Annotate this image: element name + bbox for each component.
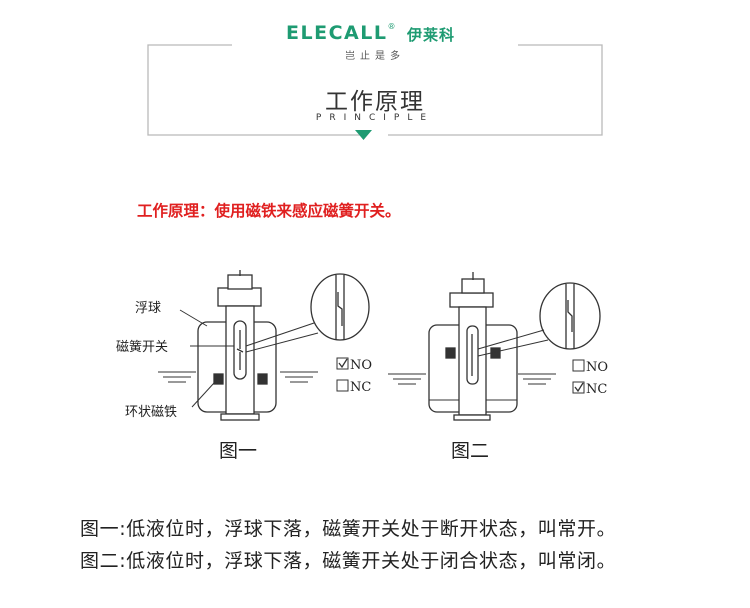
checkbox-icon [572, 359, 585, 372]
checkbox-icon [336, 379, 349, 392]
ring-magnet-left [213, 373, 224, 385]
checkbox-checked-icon [572, 381, 585, 394]
brand-slogan: 岂止是多 [345, 51, 405, 62]
stem-cap-top [227, 274, 253, 290]
title-frame [147, 44, 603, 140]
zoom-lens [539, 282, 601, 350]
water-level-left-2 [388, 373, 426, 385]
label-ring-magnet: 环状磁铁 [125, 405, 177, 420]
figure-1-option-nc: NC [336, 379, 371, 395]
figure-1-caption: 图一 [219, 440, 257, 462]
stem-cap [449, 292, 494, 308]
checkbox-checked-icon [336, 357, 349, 370]
ring-magnet-left [445, 347, 456, 359]
section-subtitle: PRINCIPLE [315, 113, 435, 123]
stem-bottom [220, 413, 260, 421]
figure-2 [388, 272, 601, 421]
registered-mark: ® [387, 22, 397, 31]
principle-diagrams: 浮球 磁簧开关 环状磁铁 图一 NO NC [116, 270, 608, 462]
ring-magnet-right [257, 373, 268, 385]
figure-2-option-no: NO [572, 359, 608, 375]
stem-cap [217, 287, 262, 307]
logo-chinese-name: 伊莱科 [407, 26, 456, 44]
section-title: 工作原理 [325, 89, 425, 115]
logo-wordmark: ELECALL® [286, 22, 397, 44]
stem-bottom [453, 414, 491, 421]
option-label: NC [586, 382, 607, 397]
option-label: NO [350, 358, 372, 373]
option-label: NO [586, 360, 608, 375]
figure-1 [158, 270, 370, 421]
figure-1-option-no: NO [336, 357, 372, 373]
label-float: 浮球 [135, 301, 161, 316]
option-label: NC [350, 380, 371, 395]
water-level-right-2 [518, 373, 556, 385]
water-level-left-1 [158, 371, 196, 383]
down-arrow-icon [355, 130, 372, 140]
description-figure-1: 图一:低液位时，浮球下落，磁簧开关处于断开状态，叫常开。 [80, 518, 617, 540]
principle-statement: 工作原理：使用磁铁来感应磁簧开关。 [137, 202, 401, 220]
figure-2-caption: 图二 [451, 440, 489, 462]
stem-cap-top [461, 278, 485, 294]
label-reed-switch: 磁簧开关 [116, 339, 168, 355]
figure-2-option-nc: NC [572, 381, 607, 397]
description-figure-2: 图二:低液位时，浮球下落，磁簧开关处于闭合状态，叫常闭。 [80, 550, 617, 572]
water-level-right-1 [280, 371, 318, 383]
brand-logo: ELECALL® 伊莱科 [286, 22, 466, 46]
